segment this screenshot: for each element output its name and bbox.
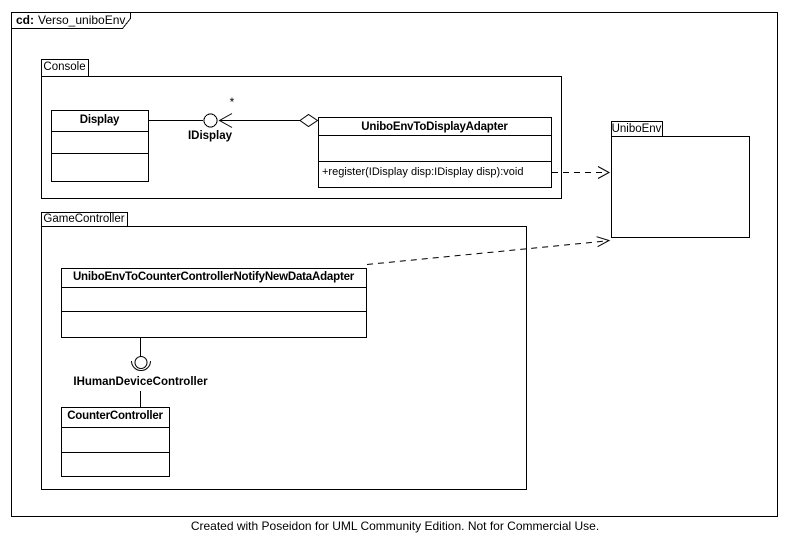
multiplicity-star: * bbox=[229, 95, 235, 109]
package-uniboenv-body bbox=[611, 136, 750, 238]
frame-tab-shape bbox=[11, 12, 131, 29]
package-console-label: Console bbox=[43, 61, 86, 73]
open-arrowhead-left-icon bbox=[218, 113, 233, 128]
class-countercontroller-title: CounterController bbox=[67, 410, 163, 422]
class-displayadapter-box bbox=[318, 117, 552, 188]
package-console-tab bbox=[41, 59, 89, 77]
interface-ball-icon bbox=[134, 356, 148, 369]
class-displayadapter-title: UniboEnvToDisplayAdapter bbox=[361, 121, 508, 133]
class-displayadapter-operation: +register(IDisplay disp:IDisplay disp):v… bbox=[322, 166, 524, 178]
class-display-box bbox=[51, 110, 149, 182]
class-counteradapter-box bbox=[61, 268, 367, 338]
package-gamecontroller-tab bbox=[41, 212, 128, 227]
interface-idisplay-label: IDisplay bbox=[187, 130, 233, 142]
package-uniboenv-tab bbox=[611, 121, 663, 137]
dependency-counteradapter-uniboenv bbox=[366, 240, 607, 265]
interface-humandevicecontroller-label: IHumanDeviceController bbox=[73, 376, 208, 388]
frame-name: Verso_uniboEnv bbox=[38, 13, 126, 27]
frame-title: cd: Verso_uniboEnv bbox=[16, 13, 126, 27]
aggregation-diamond-icon bbox=[299, 113, 319, 128]
open-arrowhead-upright-icon bbox=[596, 236, 611, 248]
class-counteradapter-title: UniboEnvToCounterControllerNotifyNewData… bbox=[72, 271, 355, 283]
open-arrowhead-right-icon bbox=[597, 166, 611, 179]
package-gamecontroller-label: GameController bbox=[43, 213, 125, 225]
diagram-frame-border bbox=[11, 12, 778, 517]
poseidon-credit-text: Created with Poseidon for UML Community … bbox=[190, 519, 600, 533]
frame-keyword: cd: bbox=[16, 13, 34, 27]
required-interface-socket-icon bbox=[131, 360, 151, 371]
provided-interface-ball-icon bbox=[203, 113, 218, 128]
class-countercontroller-box bbox=[61, 407, 170, 477]
package-uniboenv-label: UniboEnv bbox=[611, 123, 662, 135]
class-display-title: Display bbox=[79, 114, 120, 126]
